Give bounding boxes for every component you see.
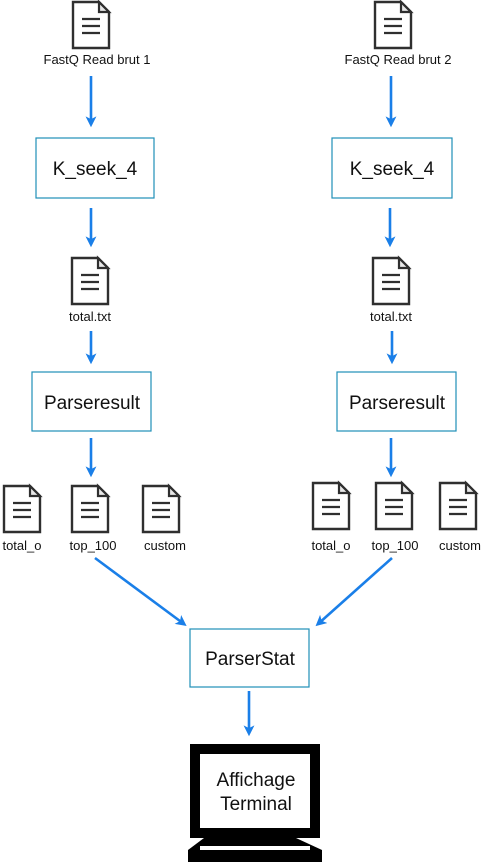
k-seek-label-left: K_seek_4 — [53, 159, 138, 180]
fastq-file-2-label: FastQ Read brut 2 — [345, 52, 452, 67]
custom-left-label: custom — [144, 538, 186, 553]
k-seek-box-right — [331, 137, 453, 199]
top-100-right-label: top_100 — [372, 538, 419, 553]
k-seek-label-right: K_seek_4 — [350, 159, 435, 180]
parseresult-label-left: Parseresult — [44, 393, 141, 414]
parseresult-box-right — [336, 371, 457, 432]
top-100-left-icon — [70, 484, 110, 534]
arrow-top100-left-to-parserstat — [94, 556, 187, 626]
parserstat-label: ParserStat — [205, 649, 295, 670]
fastq-file-1-label: FastQ Read brut 1 — [44, 52, 151, 67]
total-o-left-label: total_o — [2, 538, 41, 553]
terminal-label-line2: Terminal — [220, 794, 292, 815]
monitor-icon — [188, 744, 322, 862]
top-100-left-label: top_100 — [70, 538, 117, 553]
fastq-file-2-icon — [373, 0, 413, 50]
arrow-top100-right-to-parserstat — [315, 557, 393, 627]
parseresult-label-right: Parseresult — [349, 393, 446, 414]
total-txt-right-icon — [371, 256, 411, 306]
k-seek-box-left — [35, 137, 155, 199]
total-o-left-icon — [2, 484, 42, 534]
total-o-right-icon — [311, 481, 351, 531]
total-txt-right-label: total.txt — [370, 309, 412, 324]
parserstat-box — [189, 628, 310, 688]
fastq-file-1-icon — [71, 0, 111, 50]
custom-right-label: custom — [439, 538, 481, 553]
total-txt-left-icon — [70, 256, 110, 306]
terminal-label-line1: Affichage — [217, 770, 296, 791]
total-o-right-label: total_o — [311, 538, 350, 553]
top-100-right-icon — [374, 481, 414, 531]
total-txt-left-label: total.txt — [69, 309, 111, 324]
parseresult-box-left — [31, 371, 152, 432]
custom-left-icon — [141, 484, 181, 534]
custom-right-icon — [438, 481, 478, 531]
